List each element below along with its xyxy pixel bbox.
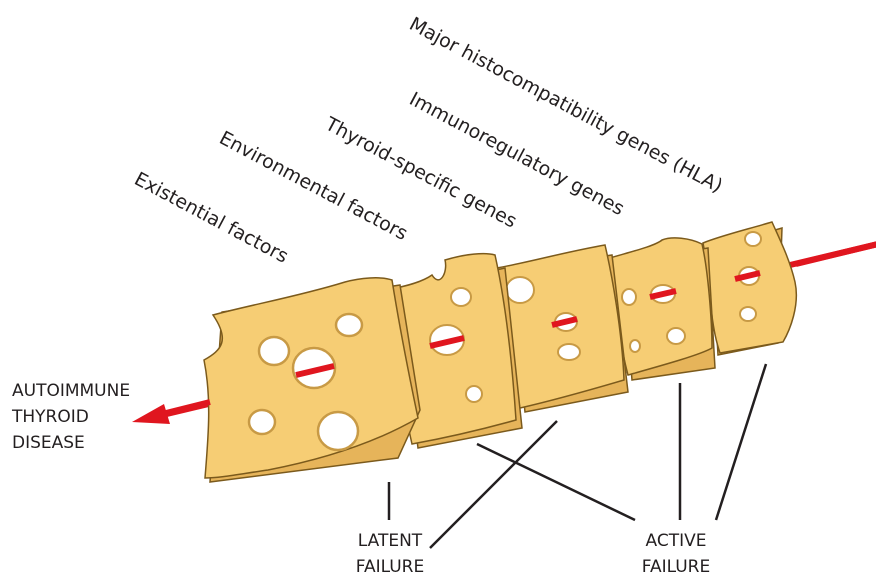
outcome-label: AUTOIMMUNE THYROID DISEASE (12, 378, 130, 456)
latent-line-2: FAILURE (340, 554, 440, 580)
active-failure-label: ACTIVE FAILURE (626, 528, 726, 580)
outcome-line-3: DISEASE (12, 430, 130, 456)
cheese-slice-immunoregulatory (610, 238, 715, 380)
latent-failure-label: LATENT FAILURE (340, 528, 440, 580)
outcome-line-2: THYROID (12, 404, 130, 430)
latent-line-1: LATENT (340, 528, 440, 554)
active-line-2: FAILURE (626, 554, 726, 580)
cheese-slice-hla (703, 222, 796, 355)
arrow-head (132, 404, 170, 424)
factor-label-existential: Existential factors (131, 168, 292, 268)
cheese-slice-existential (204, 278, 420, 482)
active-line-1: ACTIVE (626, 528, 726, 554)
outcome-line-1: AUTOIMMUNE (12, 378, 130, 404)
